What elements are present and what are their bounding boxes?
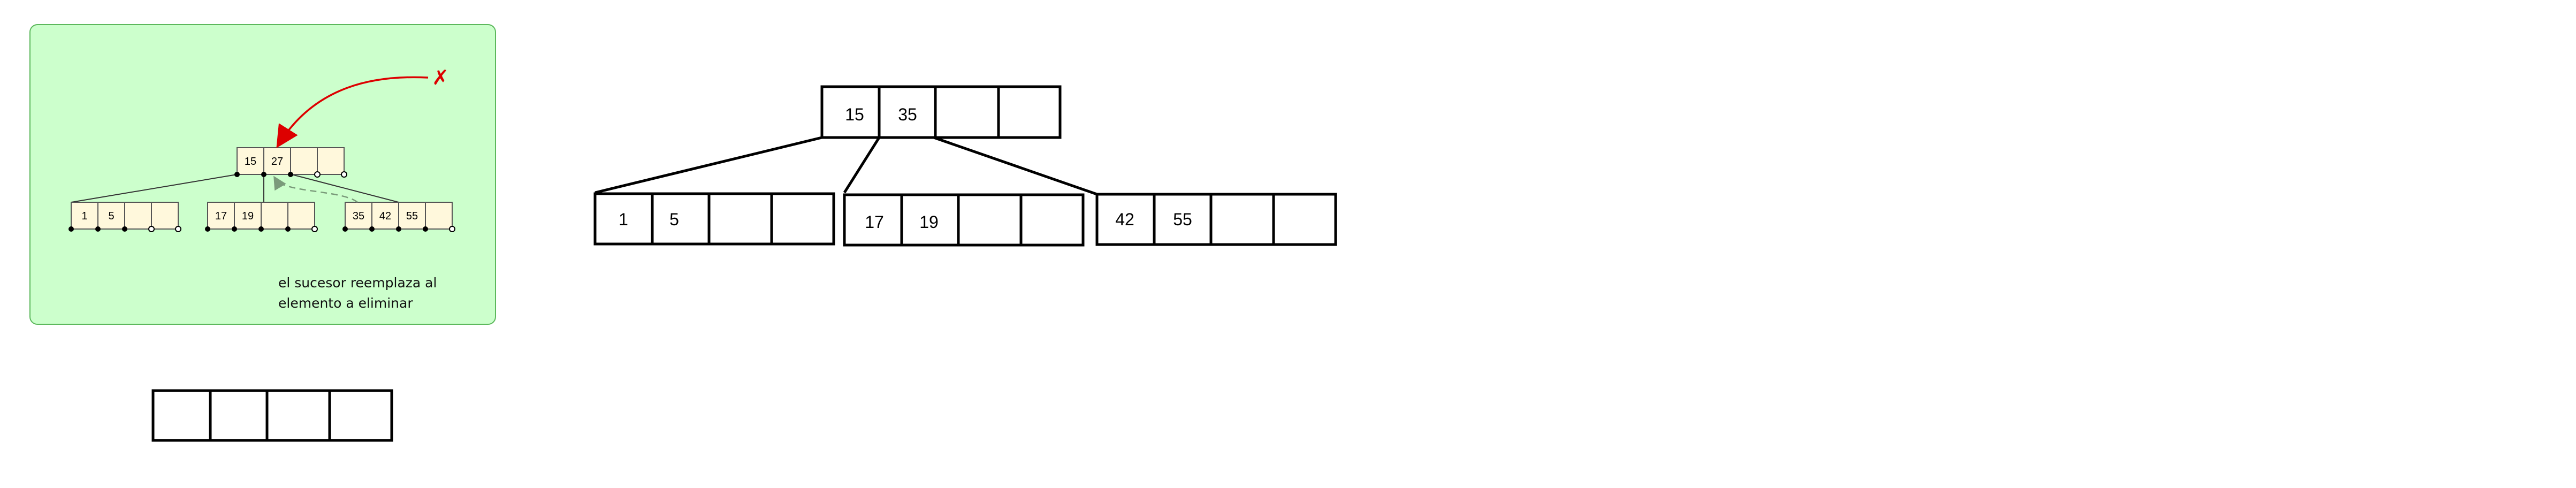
mini-root-key-1: 15 bbox=[245, 156, 256, 167]
note-caption-line-1: el sucesor reemplaza al bbox=[278, 275, 437, 291]
mini-child-node-2: 17 19 bbox=[205, 202, 318, 232]
note-caption: el sucesor reemplaza al elemento a elimi… bbox=[278, 273, 471, 314]
mini-child-node-1: 1 5 bbox=[68, 202, 181, 232]
main-tree: 15 35 1 5 17 19 bbox=[593, 85, 1337, 247]
child-1-key-2: 5 bbox=[669, 210, 679, 229]
child-3-key-1: 42 bbox=[1115, 210, 1134, 229]
mini-child-3-key-3: 55 bbox=[406, 210, 418, 222]
mini-child-2-key-1: 17 bbox=[215, 210, 227, 222]
mini-child-3-key-2: 42 bbox=[379, 210, 391, 222]
tree-edge-middle bbox=[843, 136, 881, 194]
root-key-2: 35 bbox=[898, 105, 917, 124]
mini-edge-left bbox=[71, 174, 238, 203]
note-panel: 15 27 1 5 bbox=[29, 24, 496, 325]
root-key-1: 15 bbox=[845, 105, 864, 124]
mini-child-2-key-2: 19 bbox=[242, 210, 254, 222]
mini-root-key-2: 27 bbox=[271, 156, 283, 167]
child-1-key-1: 1 bbox=[619, 210, 628, 229]
mini-edge-right bbox=[291, 174, 399, 203]
note-caption-line-2: elemento a eliminar bbox=[278, 295, 413, 311]
child-node-3: 42 55 bbox=[1095, 193, 1337, 246]
tree-edge-right bbox=[933, 136, 1098, 196]
mini-root-node: 15 27 bbox=[234, 147, 347, 178]
child-node-1: 1 5 bbox=[593, 192, 835, 246]
delete-arrow bbox=[276, 76, 429, 148]
root-node: 15 35 bbox=[820, 85, 1062, 139]
mini-child-1-key-1: 1 bbox=[81, 210, 87, 222]
empty-node bbox=[151, 389, 393, 442]
mini-child-1-key-2: 5 bbox=[108, 210, 114, 222]
child-3-key-2: 55 bbox=[1173, 210, 1192, 229]
child-2-key-2: 19 bbox=[919, 212, 939, 232]
tree-edge-left bbox=[595, 136, 822, 194]
mini-child-node-3: 35 42 55 bbox=[342, 202, 455, 232]
mini-child-3-key-1: 35 bbox=[353, 210, 364, 222]
x-mark-icon: ✗ bbox=[432, 66, 449, 89]
child-2-key-1: 17 bbox=[865, 212, 884, 232]
successor-dashed-arrow bbox=[273, 176, 358, 203]
child-node-2: 17 19 bbox=[843, 193, 1085, 247]
